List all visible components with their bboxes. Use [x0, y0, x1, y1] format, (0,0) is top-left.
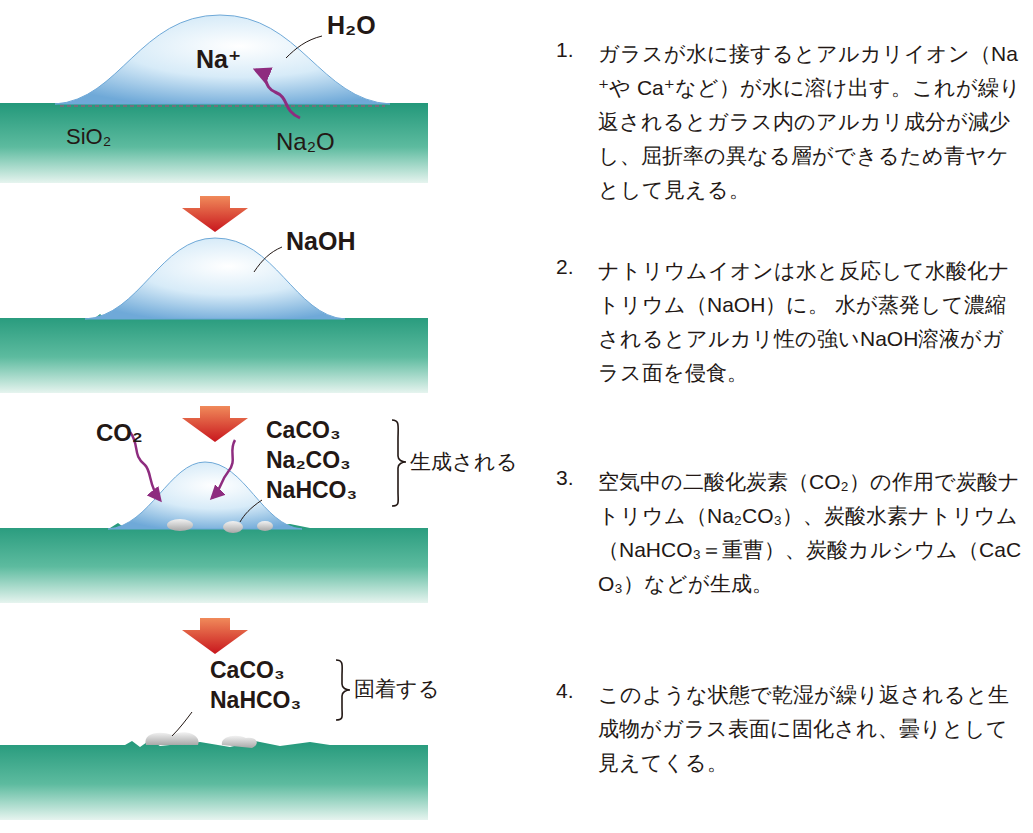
step-text: ガラスが水に接するとアルカリイオン（Na⁺や Ca⁺など）が水に溶け出す。これが… [598, 37, 1026, 207]
chem-label: Na₂O [276, 128, 335, 157]
step-number: 3. [556, 465, 574, 490]
step-number: 1. [556, 37, 574, 62]
chem-label: Na₂CO₃ [266, 447, 351, 475]
chem-label: CO₂ [96, 419, 143, 448]
chem-label: NaOH [286, 226, 355, 256]
panel-3 [0, 420, 428, 603]
ion-label: Na⁺ [196, 44, 241, 74]
chem-label: SiO₂ [66, 124, 111, 150]
step-text: このような状態で乾湿が繰り返されると生成物がガラス表面に固化され、曇りとして見え… [598, 678, 1026, 780]
step-text: ナトリウムイオンは水と反応して水酸化ナトリウム（NaOH）に。 水が蒸発して濃縮… [598, 254, 1026, 390]
panel-2 [0, 238, 428, 393]
bracket-note: 生成される [410, 449, 518, 474]
chem-label: H₂O [327, 10, 376, 40]
step-number: 2. [556, 254, 574, 279]
panel-1 [0, 15, 428, 183]
chem-label: CaCO₃ [210, 657, 285, 685]
bracket-note: 固着する [354, 676, 440, 701]
step-text: 空気中の二酸化炭素（CO₂）の作用で炭酸ナトリウム（Na₂CO₃）、炭酸水素ナト… [598, 465, 1026, 601]
step-number: 4. [556, 678, 574, 703]
chem-label: NaHCO₃ [266, 477, 357, 505]
chem-label: CaCO₃ [266, 417, 341, 445]
chem-label: NaHCO₃ [210, 687, 301, 715]
step-arrows [182, 196, 248, 654]
